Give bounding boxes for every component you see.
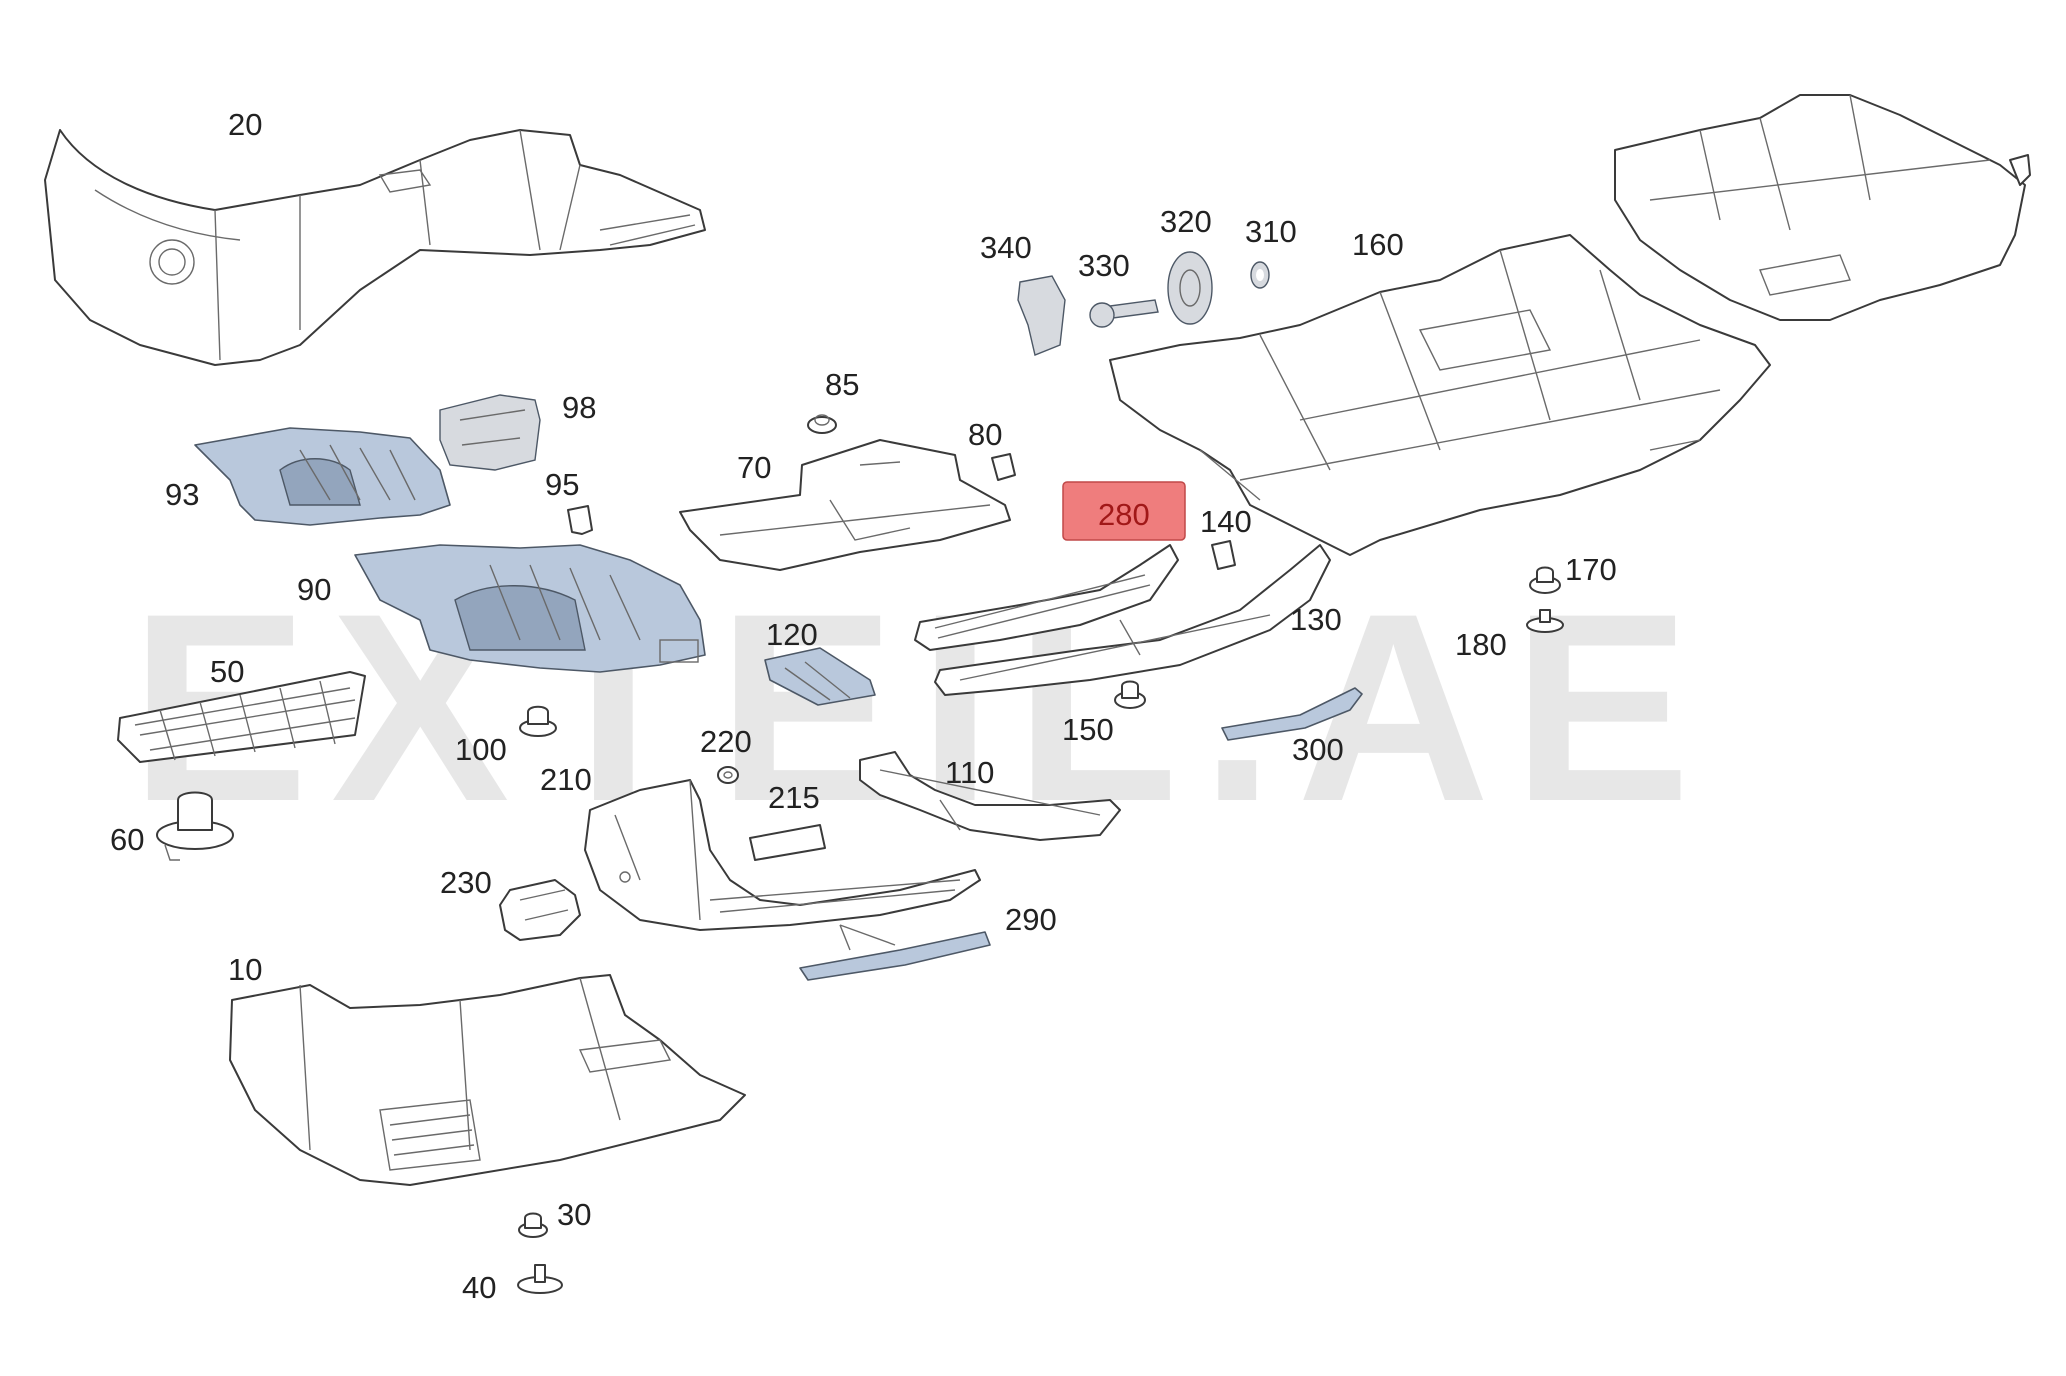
part-130-sill-trim[interactable] xyxy=(934,544,1331,696)
part-60-clip[interactable] xyxy=(156,791,234,861)
part-trunk-liner[interactable] xyxy=(1614,94,2026,321)
part-120-bracket[interactable] xyxy=(764,647,876,706)
part-220-nut[interactable] xyxy=(717,766,739,784)
part-50-grid-mat[interactable] xyxy=(117,671,366,763)
part-320-spare-wheel-holder[interactable] xyxy=(1167,251,1213,325)
callout-90[interactable]: 90 xyxy=(297,572,331,607)
callout-80[interactable]: 80 xyxy=(968,417,1002,452)
part-85-nut[interactable] xyxy=(807,414,837,434)
part-93-insulation-mat[interactable] xyxy=(194,427,451,526)
callout-290[interactable]: 290 xyxy=(1005,902,1057,937)
part-300-sill-strip[interactable] xyxy=(1221,687,1363,741)
callout-20[interactable]: 20 xyxy=(228,107,262,142)
callout-95[interactable]: 95 xyxy=(545,467,579,502)
callout-230[interactable]: 230 xyxy=(440,865,492,900)
callout-85[interactable]: 85 xyxy=(825,367,859,402)
callout-300[interactable]: 300 xyxy=(1292,732,1344,767)
selected-callout-highlight xyxy=(1062,481,1186,541)
callout-labels: 20 98 93 95 90 50 100 60 85 70 80 120 34… xyxy=(110,107,1617,1305)
callout-50[interactable]: 50 xyxy=(210,654,244,689)
part-20-front-carpet[interactable] xyxy=(44,129,706,366)
part-95-clip[interactable] xyxy=(567,505,593,535)
callout-160[interactable]: 160 xyxy=(1352,227,1404,262)
callout-170[interactable]: 170 xyxy=(1565,552,1617,587)
part-10-front-carpet-lower[interactable] xyxy=(229,974,746,1186)
part-140-clip[interactable] xyxy=(1211,540,1236,570)
callout-60[interactable]: 60 xyxy=(110,822,144,857)
callout-100[interactable]: 100 xyxy=(455,732,507,767)
part-screw-top-right[interactable] xyxy=(2009,154,2031,186)
part-310-washer[interactable] xyxy=(1250,261,1270,289)
callout-215[interactable]: 215 xyxy=(768,780,820,815)
callout-320[interactable]: 320 xyxy=(1160,204,1212,239)
part-340-cover-cap[interactable] xyxy=(1017,275,1066,356)
part-100-clip[interactable] xyxy=(519,705,557,737)
part-210-side-panel[interactable] xyxy=(584,779,981,931)
callout-110[interactable]: 110 xyxy=(945,755,994,790)
callout-220[interactable]: 220 xyxy=(700,724,752,759)
part-98-cover[interactable] xyxy=(439,394,541,471)
part-80-clip[interactable] xyxy=(991,453,1016,481)
callout-120[interactable]: 120 xyxy=(766,617,818,652)
part-90-insulation-mat[interactable] xyxy=(354,544,706,673)
callout-10[interactable]: 10 xyxy=(228,952,262,987)
part-170-clip[interactable] xyxy=(1529,566,1561,594)
callout-30[interactable]: 30 xyxy=(557,1197,591,1232)
part-280-door-sill-panel[interactable] xyxy=(914,544,1179,651)
callout-180[interactable]: 180 xyxy=(1455,627,1507,662)
callout-40[interactable]: 40 xyxy=(462,1270,496,1305)
part-150-clip[interactable] xyxy=(1114,680,1146,709)
callout-150[interactable]: 150 xyxy=(1062,712,1114,747)
part-180-clip[interactable] xyxy=(1526,609,1564,633)
callout-130[interactable]: 130 xyxy=(1290,602,1342,637)
part-70-floor-panel[interactable] xyxy=(679,439,1011,571)
callout-310[interactable]: 310 xyxy=(1245,214,1297,249)
part-290-sill-strip[interactable] xyxy=(799,924,991,981)
callout-70[interactable]: 70 xyxy=(737,450,771,485)
part-160-rear-carpet[interactable] xyxy=(1109,234,1771,556)
callout-280[interactable]: 280 xyxy=(1098,497,1150,532)
callout-340[interactable]: 340 xyxy=(980,230,1032,265)
part-215-trim-piece[interactable] xyxy=(749,824,826,861)
callout-330[interactable]: 330 xyxy=(1078,248,1130,283)
part-30-clip[interactable] xyxy=(518,1212,548,1238)
callout-98[interactable]: 98 xyxy=(562,390,596,425)
part-330-bolt[interactable] xyxy=(1089,299,1159,328)
callout-210[interactable]: 210 xyxy=(540,762,592,797)
callout-93[interactable]: 93 xyxy=(165,477,199,512)
callout-140[interactable]: 140 xyxy=(1200,504,1252,539)
part-110-sill-bracket[interactable] xyxy=(859,751,1121,841)
part-40-clip[interactable] xyxy=(517,1264,563,1294)
part-230-bracket[interactable] xyxy=(499,879,581,941)
watermark: EXTEIL.AE xyxy=(130,557,1713,857)
